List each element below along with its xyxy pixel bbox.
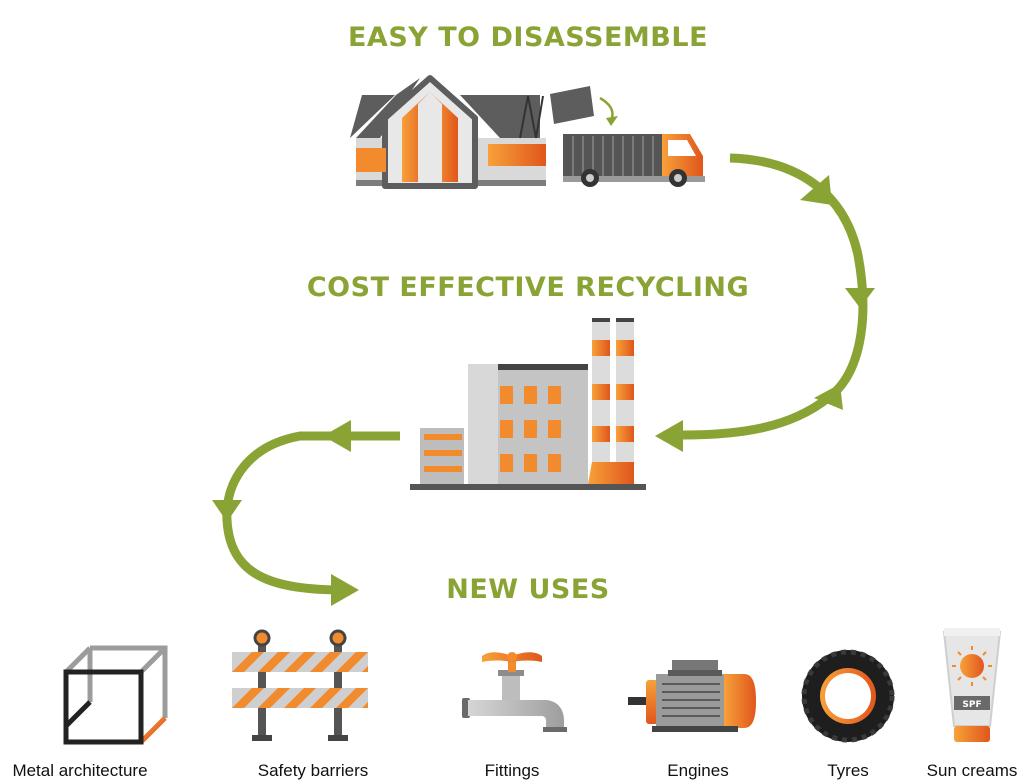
use-label-fittings: Fittings [484,761,540,780]
stage-title-recycling: COST EFFECTIVE RECYCLING [306,272,750,303]
flow-arrowheads [212,175,875,606]
arrowhead [814,384,843,410]
spf-badge: SPF [962,700,981,710]
arrowhead [212,500,242,522]
sun-cream-icon: SPF [942,628,1002,742]
arrowhead [655,420,683,452]
arrowhead [800,175,832,205]
stage-title-disassemble: EASY TO DISASSEMBLE [347,22,709,53]
metal-frame-icon [63,645,168,745]
faucet-icon [462,652,567,732]
factory-icon [410,318,646,490]
truck-icon [563,134,705,187]
stage-title-new-uses: NEW USES [446,574,610,605]
arrow-right-curve [682,153,868,440]
tyre-icon [801,649,895,743]
use-label-metal-architecture: Metal architecture [12,761,148,780]
engine-icon [628,660,756,732]
safety-barrier-icon [232,629,368,741]
use-label-tyres: Tyres [827,761,869,780]
arrowhead [331,574,359,606]
use-label-engines: Engines [667,761,729,780]
arrowhead [323,420,351,452]
use-label-safety-barriers: Safety barriers [257,761,369,780]
house-icon [350,75,618,189]
arrowhead [845,288,875,308]
arrow-left-curve [222,431,400,595]
use-label-sun-creams: Sun creams [926,761,1018,780]
